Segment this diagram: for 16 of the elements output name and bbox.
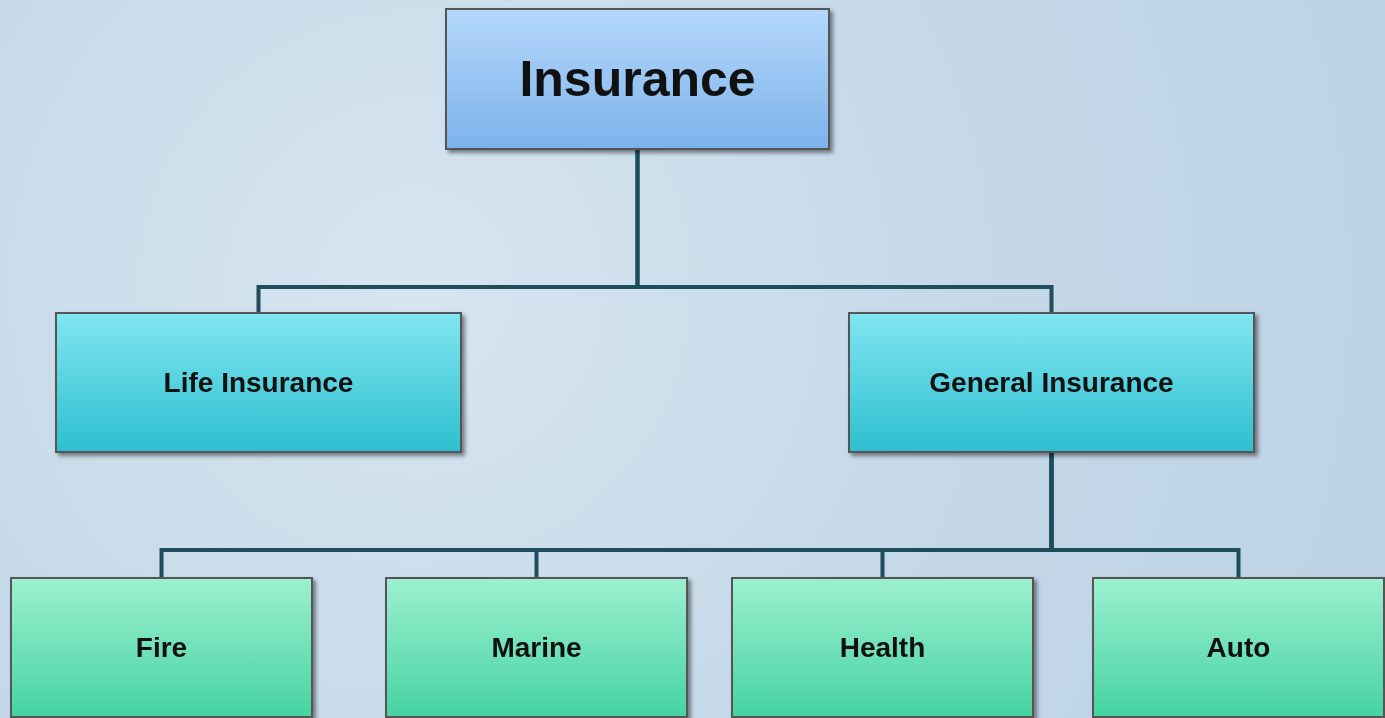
- category-box: [55, 312, 462, 453]
- node-label: Health: [839, 631, 926, 664]
- category-box: [848, 312, 1255, 453]
- node-label: Marine: [491, 631, 582, 664]
- node-label: General Insurance: [929, 366, 1174, 399]
- category-box: [385, 577, 688, 718]
- category-box: [10, 577, 313, 718]
- node-label: Fire: [135, 631, 188, 664]
- category-box: [731, 577, 1034, 718]
- node-label: Insurance: [519, 50, 756, 108]
- node-label: Auto: [1206, 631, 1271, 664]
- root-box: [445, 8, 830, 150]
- connector-line: [635, 150, 1054, 312]
- category-box: [1092, 577, 1385, 718]
- node-label: Life Insurance: [163, 366, 354, 399]
- connector-line: [1049, 453, 1241, 577]
